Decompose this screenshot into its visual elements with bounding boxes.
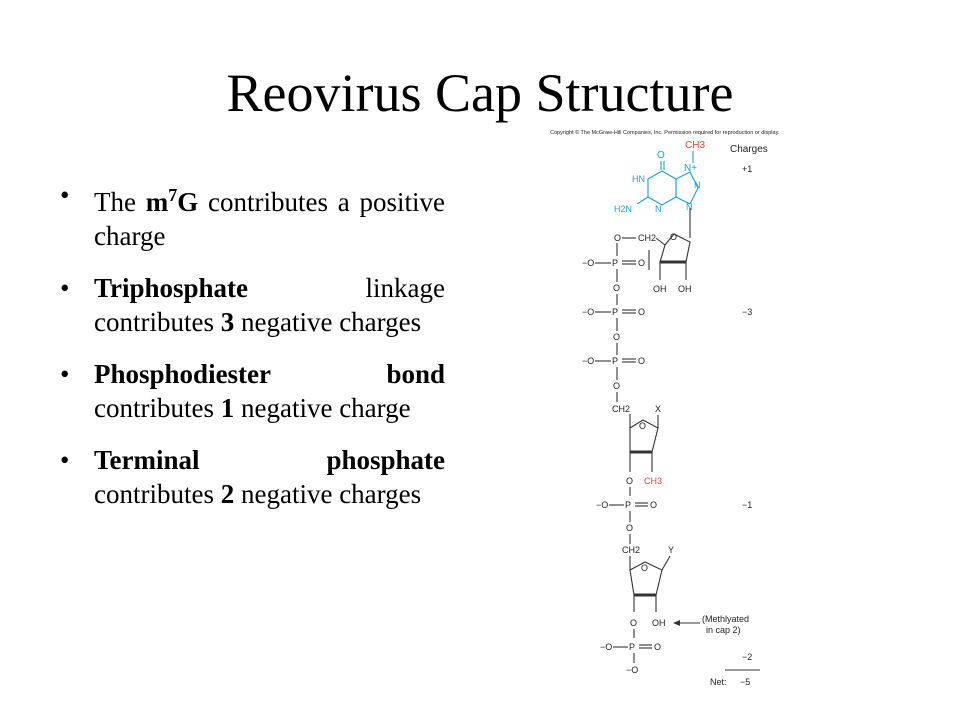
ring-o-label: O <box>641 563 648 573</box>
o-label: O <box>638 258 645 268</box>
ch2-label: CH2 <box>622 545 640 555</box>
bullet-text: negative charges <box>234 307 422 337</box>
phosphodiester-bond: −O P O O <box>596 487 657 544</box>
neg-o-label: −O <box>582 356 594 366</box>
neg-o-label: −O <box>596 500 608 510</box>
ch2-label: CH2 <box>638 233 656 243</box>
ring-n-label: N <box>686 202 693 212</box>
net-value: −5 <box>740 677 750 687</box>
slide-title: Reovirus Cap Structure <box>226 63 734 123</box>
o-label: O <box>638 356 645 366</box>
bullet-bold: Terminal phosphate <box>94 445 445 475</box>
nplus-label: N+ <box>684 163 697 174</box>
o-label: O <box>613 283 620 293</box>
ch2-label: CH2 <box>612 404 630 414</box>
bullet-bold: Phosphodiester bond <box>94 359 445 389</box>
ribose-sugar: CH2 Y O O OH <box>622 545 674 628</box>
o-label: O <box>613 332 620 342</box>
oh-label: OH <box>653 284 667 294</box>
o-label: O <box>638 307 645 317</box>
ring-o-label: O <box>639 421 646 431</box>
base-x-label: X <box>655 404 661 414</box>
bullet-bold: m <box>145 187 169 217</box>
p-label: P <box>612 258 618 268</box>
oh-label: OH <box>652 618 666 628</box>
bullet-item: Terminal phosphate contributes 2 negativ… <box>60 443 445 511</box>
base-y-label: Y <box>668 545 674 555</box>
bullet-text: contributes <box>94 393 221 423</box>
h2n-label: H2N <box>614 204 632 214</box>
ribose-sugar: CH2 X O O CH3 <box>612 404 662 486</box>
bullet-text: linkage contributes <box>94 273 445 337</box>
sugar-methyl-label: CH3 <box>644 476 662 486</box>
triphosphate-linkage: −O P O O −O P O O −O P O O <box>582 243 645 402</box>
bullet-item: Phosphodiester bond contributes 1 negati… <box>60 357 445 425</box>
neg-o-label: −O <box>582 258 594 268</box>
o-label: O <box>613 381 620 391</box>
bullet-bold: 3 <box>220 307 235 337</box>
bullet-text: negative charges <box>234 479 422 509</box>
o-label: O <box>630 618 637 628</box>
charge-terminal: −2 <box>742 652 752 662</box>
o-label: O <box>626 523 633 533</box>
p-label: P <box>629 642 635 652</box>
bullet-bold: Triphosphate <box>94 273 249 303</box>
neg-o-label: −O <box>582 307 594 317</box>
cap-structure-diagram: Copyright © The McGraw-Hill Companies, I… <box>550 129 780 687</box>
bullet-item: The m7G contributes a positive charge <box>60 178 445 253</box>
methylated-note: in cap 2) <box>706 625 741 635</box>
methyl-group-label: CH3 <box>685 140 705 151</box>
bullet-item: Triphosphate linkage contributes 3 negat… <box>60 271 445 339</box>
oh-label: OH <box>678 284 692 294</box>
charge-m7g: +1 <box>742 164 752 174</box>
bullet-list: The m7G contributes a positive charge Tr… <box>60 178 445 529</box>
bullet-text: negative charge <box>234 393 411 423</box>
bullet-text: The <box>94 187 146 217</box>
hn-label: HN <box>632 174 645 184</box>
bullet-sup: 7 <box>168 185 178 205</box>
charge-phosphodiester: −1 <box>742 500 752 510</box>
copyright-text: Copyright © The McGraw-Hill Companies, I… <box>550 129 780 136</box>
bullet-bold: 1 <box>220 393 235 423</box>
p-label: P <box>612 356 618 366</box>
bullet-bold: G <box>177 187 199 217</box>
charge-triphosphate: −3 <box>742 307 752 317</box>
ring-n-label: N <box>694 180 701 190</box>
methylated-note: (Methlyated <box>702 614 749 624</box>
neg-o-label: −O <box>626 665 638 675</box>
p-label: P <box>612 307 618 317</box>
m7g-base: CH3 N+ O HN N N N H2N <box>614 140 705 214</box>
charges-header: Charges <box>730 144 768 155</box>
ring-o-label: O <box>670 232 677 242</box>
net-label: Net: <box>710 677 727 687</box>
o-label: O <box>654 642 661 652</box>
p-label: P <box>625 500 631 510</box>
o-label: O <box>614 233 621 243</box>
bullet-text: contributes a positive charge <box>94 187 446 251</box>
bullet-text: contributes <box>94 479 221 509</box>
bullet-bold: 2 <box>220 479 235 509</box>
terminal-phosphate: −O P O −O <box>600 629 661 675</box>
ribose-sugar: O CH2 O OH OH <box>614 232 692 294</box>
o-label: O <box>626 476 633 486</box>
carbonyl-o-label: O <box>657 150 665 161</box>
ring-n-label: N <box>655 204 662 214</box>
neg-o-label: −O <box>600 642 612 652</box>
o-label: O <box>650 500 657 510</box>
